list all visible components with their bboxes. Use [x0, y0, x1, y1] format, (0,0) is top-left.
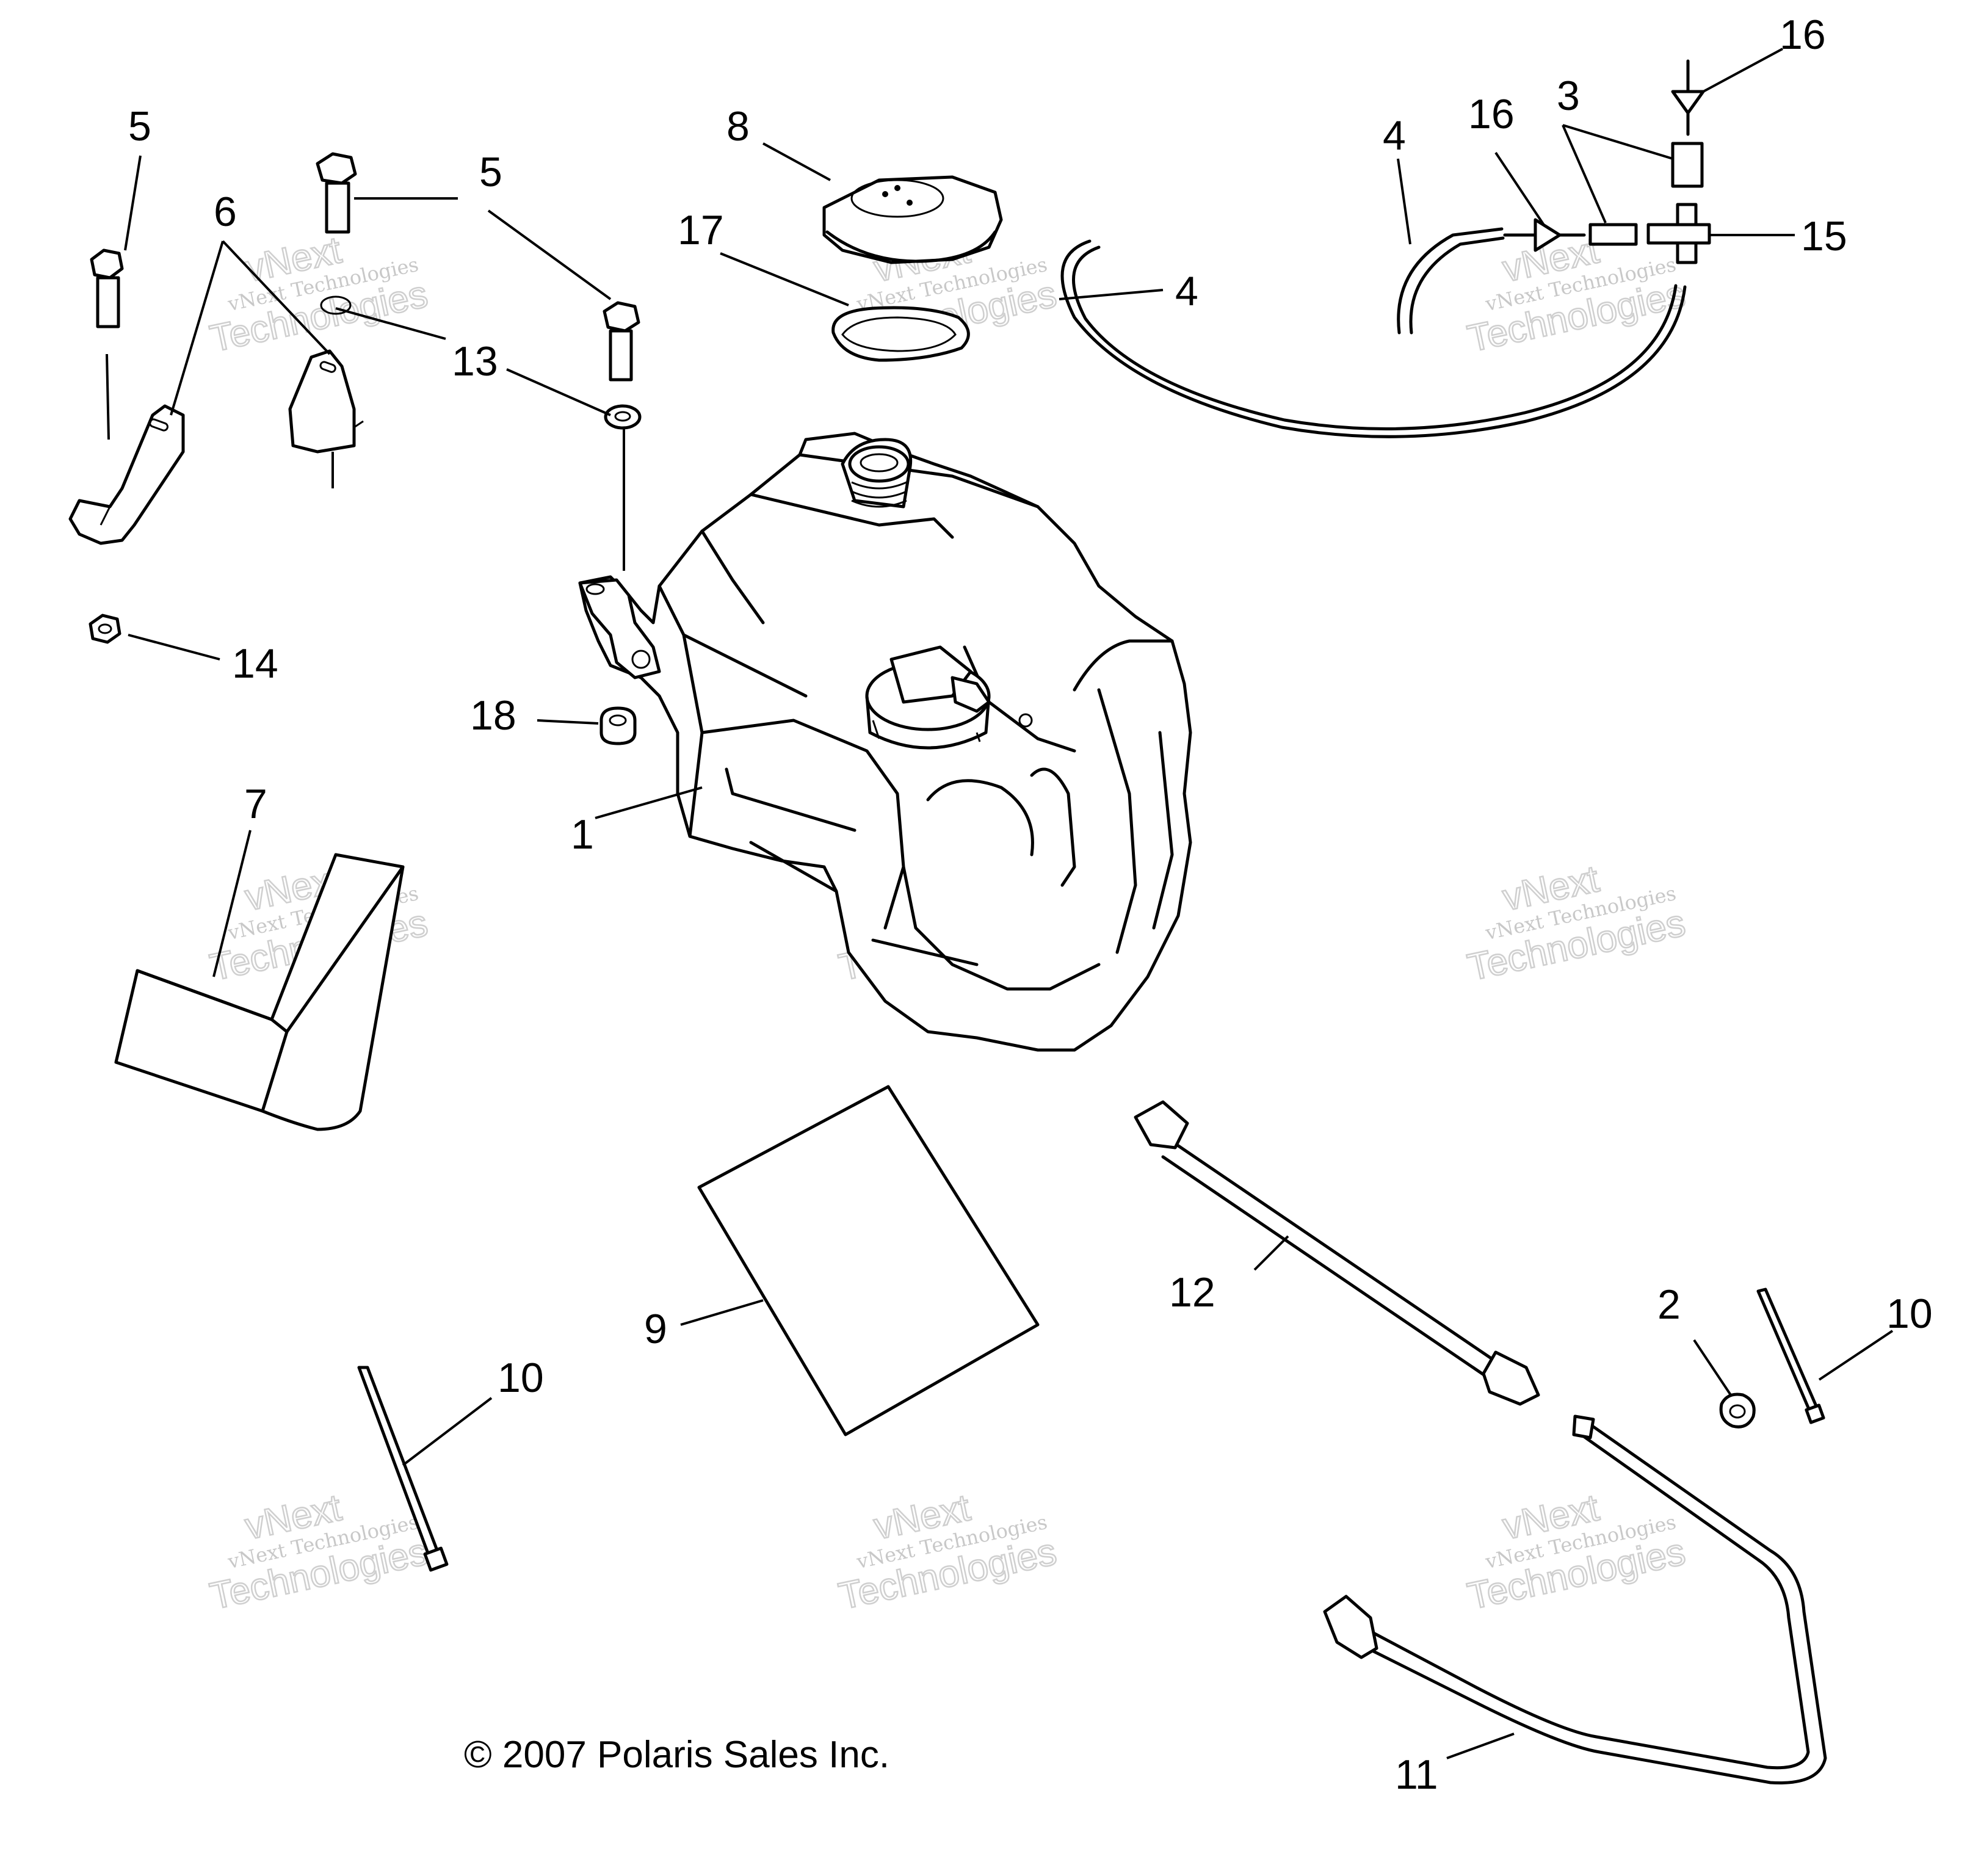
grommet-part-18 — [599, 706, 637, 745]
cable-tie-part-10-right — [1756, 1287, 1825, 1424]
clamp-part-2 — [1719, 1393, 1756, 1429]
callout-10-right: 10 — [1886, 1291, 1933, 1337]
watermark-8: vNext vNext Technologies Technologies — [835, 1486, 1061, 1618]
hose-part-3-vertical — [1671, 142, 1704, 188]
callout-10-left: 10 — [498, 1355, 544, 1401]
callout-18: 18 — [470, 692, 516, 739]
nut-part-14 — [89, 614, 121, 644]
callout-2: 2 — [1657, 1281, 1681, 1328]
callout-16-mid: 16 — [1468, 91, 1515, 137]
watermark-7: vNext vNext Technologies Technologies — [206, 1486, 432, 1618]
callout-4-upper: 4 — [1383, 112, 1406, 159]
vent-hose-part-4-short — [1397, 227, 1505, 335]
watermark-9: vNext vNext Technologies Technologies — [1463, 1486, 1690, 1618]
watermark-1: vNext vNext Technologies Technologies — [206, 228, 432, 361]
callout-1: 1 — [571, 811, 594, 858]
callout-4-center: 4 — [1175, 268, 1198, 314]
gasket-part-17 — [831, 306, 970, 362]
leader-lines — [106, 48, 1894, 1759]
bolt-part-5-mid — [316, 152, 357, 234]
bracket-part-6-right — [288, 349, 364, 454]
decal-part-9 — [697, 1085, 1040, 1436]
bolt-part-5-left — [90, 248, 124, 328]
copyright-notice: © 2007 Polaris Sales Inc. — [464, 1734, 889, 1776]
washer-part-13 — [604, 404, 642, 430]
fuel-cap-part-8 — [822, 175, 1003, 264]
callout-6: 6 — [214, 189, 237, 235]
watermark-6: vNext vNext Technologies Technologies — [1463, 857, 1690, 990]
pad-part-7 — [114, 853, 405, 1131]
callout-15: 15 — [1801, 213, 1847, 259]
washer-part-13-b — [320, 295, 352, 315]
callout-16-top: 16 — [1780, 12, 1826, 58]
bracket-part-6-left — [68, 404, 185, 545]
callout-3: 3 — [1557, 73, 1580, 119]
callouts: 5 5 6 13 14 18 1 7 8 17 4 4 16 3 16 15 9… — [128, 12, 1933, 1798]
callout-11: 11 — [1395, 1751, 1438, 1798]
check-valve-part-16-top — [1671, 59, 1705, 136]
callout-5-right: 5 — [479, 149, 502, 195]
bolt-part-5-right — [603, 301, 640, 382]
callout-9: 9 — [644, 1306, 667, 1352]
tee-fitting-part-15 — [1646, 203, 1711, 264]
vent-hose-part-4-long — [1060, 239, 1687, 438]
fuel-tank-part-1 — [578, 432, 1192, 1052]
callout-12: 12 — [1169, 1269, 1215, 1316]
callout-5-left: 5 — [128, 103, 151, 150]
cable-tie-part-10-left — [357, 1366, 449, 1572]
fuel-line-part-11 — [1323, 1414, 1827, 1784]
check-valve-part-16-mid — [1503, 218, 1586, 252]
callout-8: 8 — [726, 103, 750, 150]
callout-17: 17 — [678, 207, 724, 253]
hose-part-3-horizontal — [1588, 223, 1638, 246]
fuel-line-part-12 — [1134, 1100, 1540, 1406]
callout-13: 13 — [452, 338, 498, 385]
callout-14: 14 — [232, 640, 278, 687]
callout-7: 7 — [244, 781, 267, 827]
